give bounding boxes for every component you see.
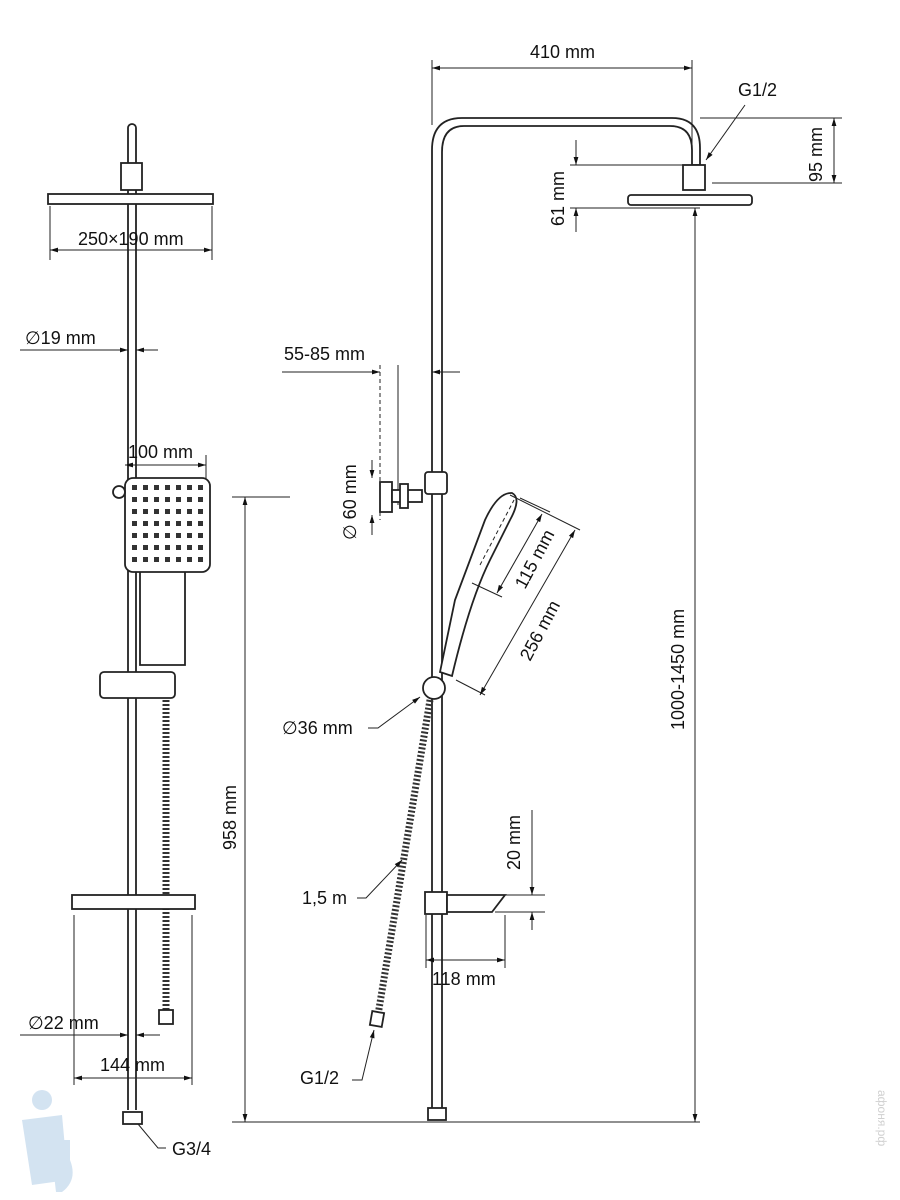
nozzle-dot xyxy=(154,557,159,562)
nozzle-dot xyxy=(132,521,137,526)
head-size-label: 250×190 mm xyxy=(78,229,184,249)
hose-length-label: 1,5 m xyxy=(302,888,347,908)
nozzle-dot xyxy=(165,521,170,526)
nozzle-dot xyxy=(154,533,159,538)
nozzle-dot xyxy=(132,509,137,514)
nozzle-dot xyxy=(143,557,148,562)
nozzle-dot xyxy=(132,545,137,550)
front-view: 250×190 mm ∅19 mm 100 mm ∅22 mm 144 mm G… xyxy=(20,123,700,1159)
nozzle-dot xyxy=(154,497,159,502)
head-connector-front xyxy=(120,162,143,191)
total-height-label: 958 mm xyxy=(220,785,240,850)
nozzle-dot xyxy=(187,485,192,490)
nozzle-dot xyxy=(154,545,159,550)
head-drop-label: 95 mm xyxy=(806,127,826,182)
riser-pipe-front xyxy=(127,123,137,1110)
bracket-diameter-label: ∅ 60 mm xyxy=(340,464,360,540)
head-thread-label: G1/2 xyxy=(738,80,777,100)
nozzle-dot xyxy=(143,497,148,502)
hand-head-length-label: 115 mm xyxy=(511,526,559,592)
bottom-fitting xyxy=(122,1111,143,1125)
soap-dish-height-label: 20 mm xyxy=(504,815,524,870)
nozzle-dot xyxy=(132,533,137,538)
diverter-diameter-label: ∅36 mm xyxy=(282,718,353,738)
hand-shower-front xyxy=(112,477,211,666)
nozzle-dot xyxy=(187,557,192,562)
slider-holder-front xyxy=(99,671,176,699)
watermark-text: афоня.рф xyxy=(875,1090,889,1146)
nozzle-dot xyxy=(143,509,148,514)
nozzle-dot xyxy=(154,485,159,490)
nozzle-dot xyxy=(165,533,170,538)
nozzle-dot xyxy=(187,509,192,514)
nozzle-dot xyxy=(154,521,159,526)
nozzle-dot xyxy=(176,485,181,490)
rain-head-front xyxy=(47,193,214,205)
nozzle-dot xyxy=(187,545,192,550)
nozzle-dot xyxy=(165,545,170,550)
nozzle-dot xyxy=(198,497,203,502)
diverter-ball xyxy=(422,676,446,700)
bottom-thread-label: G3/4 xyxy=(172,1139,211,1159)
side-view: 410 mm G1/2 95 mm 61 mm 55-85 mm ∅ 60 mm… xyxy=(282,42,842,1122)
nozzle-dot xyxy=(198,521,203,526)
nozzle-dot xyxy=(143,485,148,490)
riser-and-arm xyxy=(431,117,701,1113)
nozzle-dot xyxy=(176,533,181,538)
nozzle-dot xyxy=(187,497,192,502)
hand-shower-side xyxy=(438,492,518,678)
nozzle-dot xyxy=(198,509,203,514)
nozzle-dot xyxy=(187,533,192,538)
nozzle-dot xyxy=(198,545,203,550)
nozzle-dot xyxy=(176,557,181,562)
nozzle-dot xyxy=(176,521,181,526)
nozzle-dot xyxy=(143,545,148,550)
nozzle-dot xyxy=(132,485,137,490)
watermark-logo xyxy=(22,1090,73,1192)
arm-reach-label: 410 mm xyxy=(530,42,595,62)
nozzle-dot xyxy=(165,497,170,502)
nozzle-dot xyxy=(132,557,137,562)
nozzle-dot xyxy=(165,485,170,490)
nozzle-dot xyxy=(154,509,159,514)
nozzle-dot xyxy=(187,521,192,526)
rain-head-side xyxy=(627,194,753,206)
nozzle-dot xyxy=(198,485,203,490)
hose-thread-label: G1/2 xyxy=(300,1068,339,1088)
wall-bracket xyxy=(379,471,448,513)
hose-side xyxy=(374,699,434,1016)
nozzle-dot xyxy=(176,497,181,502)
bottom-diameter-label: ∅22 mm xyxy=(28,1013,99,1033)
nozzle-dot xyxy=(176,509,181,514)
nozzle-dot xyxy=(198,557,203,562)
nozzle-dot xyxy=(176,545,181,550)
head-height-label: 61 mm xyxy=(548,171,568,226)
hand-shower-length-label: 256 mm xyxy=(516,597,564,664)
hand-shower-width-label: 100 mm xyxy=(128,442,193,462)
soap-dish-depth-label: 118 mm xyxy=(432,969,496,989)
nozzle-dot xyxy=(165,557,170,562)
nozzle-dot xyxy=(165,509,170,514)
nozzle-dot xyxy=(132,497,137,502)
nozzle-dot xyxy=(143,533,148,538)
pipe-diameter-label: ∅19 mm xyxy=(25,328,96,348)
adjustable-height-label: 1000-1450 mm xyxy=(668,609,688,730)
soap-dish-front xyxy=(71,894,196,910)
nozzle-dot xyxy=(143,521,148,526)
head-connector-side xyxy=(682,164,706,191)
bracket-range-label: 55-85 mm xyxy=(284,344,365,364)
soap-dish-side xyxy=(424,891,507,915)
nozzle-dot xyxy=(198,533,203,538)
soap-dish-width-label: 144 mm xyxy=(100,1055,165,1075)
